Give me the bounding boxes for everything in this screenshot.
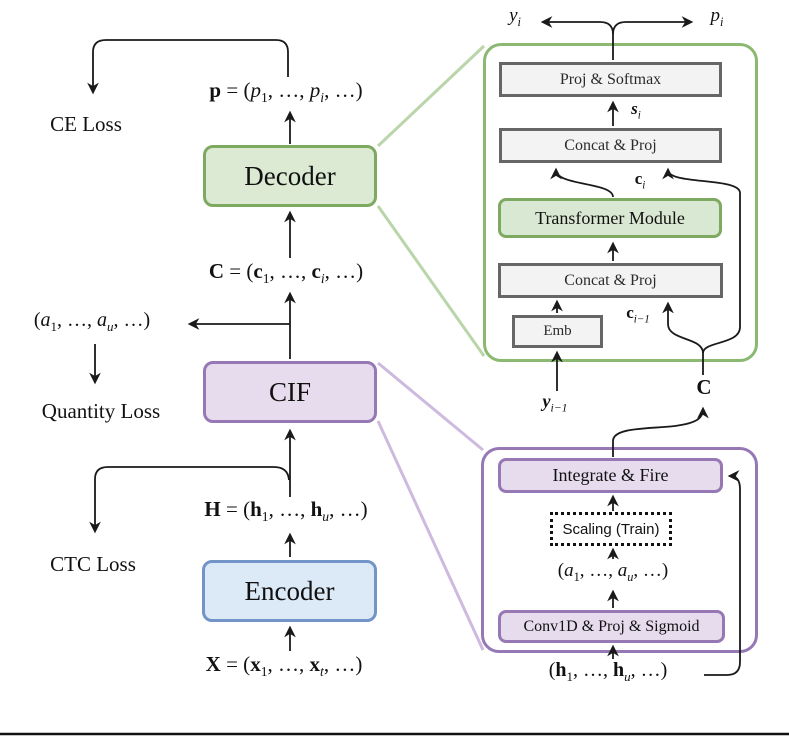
proj-softmax-box: Proj & Softmax bbox=[499, 62, 722, 97]
c-i-label: ci bbox=[634, 169, 646, 192]
concat-proj-upper-box: Concat & Proj bbox=[499, 128, 722, 163]
emb-label: Emb bbox=[543, 323, 572, 339]
ctc-loss-label: CTC Loss bbox=[50, 552, 136, 576]
zoom-guide-cif-bottom bbox=[376, 420, 485, 651]
quantity-loss-label: Quantity Loss bbox=[41, 399, 161, 423]
scaling-train-box: Scaling (Train) bbox=[550, 512, 672, 546]
p-sequence-label: p = (p1, …, pi, …) bbox=[209, 78, 363, 106]
ce-loss-label: CE Loss bbox=[50, 112, 122, 136]
cif-block: CIF bbox=[203, 361, 377, 423]
a-tuple-detail-label: (a1, …, au, …) bbox=[557, 560, 669, 584]
decoder-block: Decoder bbox=[203, 145, 377, 207]
scaling-train-label: Scaling (Train) bbox=[562, 520, 660, 538]
encoder-block: Encoder bbox=[202, 560, 377, 622]
p-i-output-label: pi bbox=[710, 5, 724, 29]
concat-proj-lower-box: Concat & Proj bbox=[498, 263, 723, 298]
wire-output-to-y-i bbox=[540, 16, 614, 35]
y-i-output-label: yi bbox=[509, 5, 521, 29]
transformer-module-label: Transformer Module bbox=[535, 207, 685, 228]
decoder-detail-panel bbox=[483, 43, 758, 362]
h-tuple-detail-label: (h1, …, hu, …) bbox=[548, 659, 668, 684]
concat-proj-lower-label: Concat & Proj bbox=[564, 271, 657, 289]
cif-block-label: CIF bbox=[268, 376, 312, 407]
proj-softmax-label: Proj & Softmax bbox=[559, 70, 662, 88]
c-i-minus-1-label: ci−1 bbox=[626, 303, 650, 326]
h-sequence-label: H = (h1, …, hu, …) bbox=[204, 497, 368, 525]
c-sequence-label: C = (c1, …, ci, …) bbox=[208, 259, 364, 287]
transformer-module-box: Transformer Module bbox=[498, 198, 722, 238]
integrate-fire-label: Integrate & Fire bbox=[552, 465, 669, 485]
zoom-guide-cif-top bbox=[377, 361, 484, 452]
c-input-label: C bbox=[696, 375, 712, 399]
wire-output-to-p-i bbox=[612, 16, 694, 35]
y-i-minus-1-label: yi−1 bbox=[542, 391, 568, 415]
x-sequence-label: X = (x1, …, xt, …) bbox=[205, 652, 363, 680]
integrate-fire-box: Integrate & Fire bbox=[498, 458, 723, 493]
s-i-label: si bbox=[631, 99, 641, 122]
conv1d-proj-sigmoid-label: Conv1D & Proj & Sigmoid bbox=[523, 617, 700, 635]
decoder-block-label: Decoder bbox=[244, 160, 336, 191]
concat-proj-upper-label: Concat & Proj bbox=[564, 136, 657, 154]
conv1d-proj-sigmoid-box: Conv1D & Proj & Sigmoid bbox=[498, 610, 725, 643]
encoder-block-label: Encoder bbox=[244, 575, 335, 606]
a-sequence-label: (a1, …, au, …) bbox=[33, 309, 151, 334]
emb-box: Emb bbox=[512, 315, 603, 348]
